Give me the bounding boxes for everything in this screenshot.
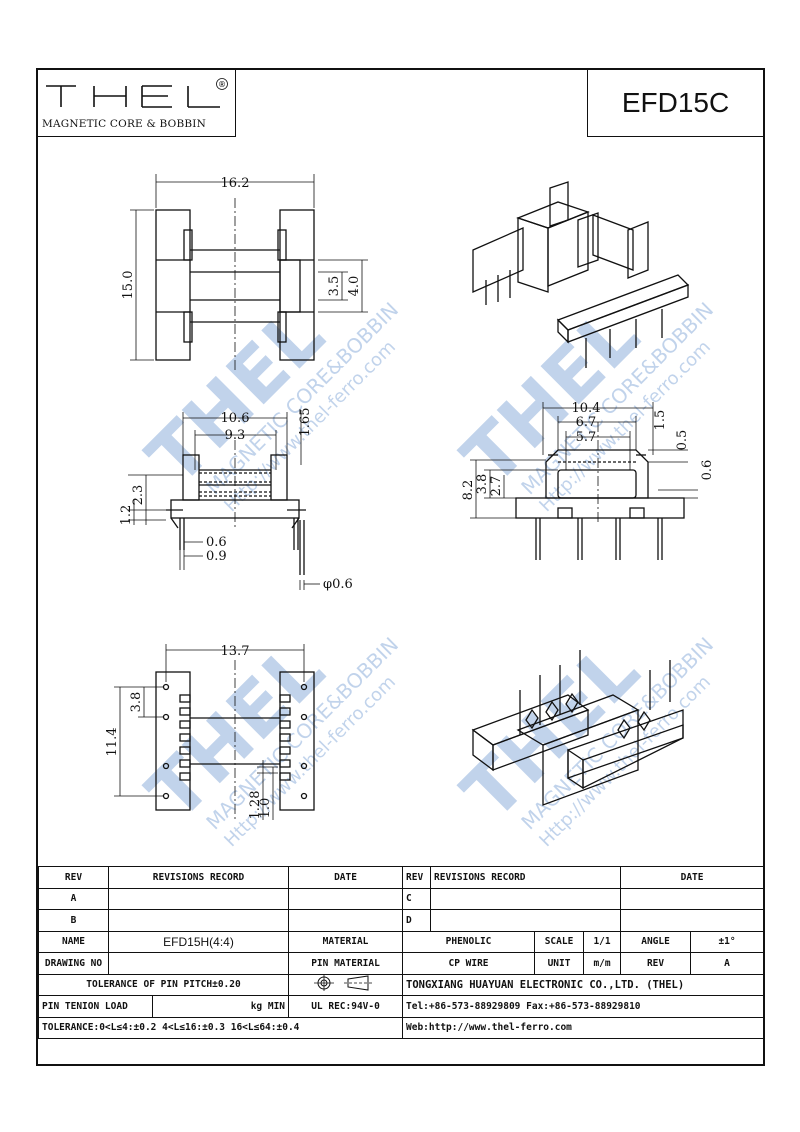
name-label: NAME [38, 930, 109, 953]
title-block: REV REVISIONS RECORD DATE REV REVISIONS … [37, 866, 765, 1039]
dim-front-pin-gap: 0.9 [206, 549, 227, 564]
revision-header-row: REV REVISIONS RECORD DATE REV REVISIONS … [38, 866, 765, 889]
company-logo: ® MAGNETIC CORE & BOBBIN [38, 70, 236, 137]
tolerance-row: TOLERANCE:0<L≤4:±0.2 4<L≤16:±0.3 16<L≤64… [37, 1016, 765, 1039]
rev-d: D [402, 909, 432, 932]
drawing-sheet: ® MAGNETIC CORE & BOBBIN EFD15C THEL MAG… [36, 68, 765, 1066]
dimension-labels: 16.2 15.0 3.5 4.0 10.6 9.3 1.65 1.2 2.3 … [105, 176, 715, 819]
pin-load-unit: kg MIN [151, 995, 290, 1018]
dim-top-slot-inner: 3.5 [327, 276, 342, 297]
material-label: MATERIAL [288, 930, 404, 953]
logo-subtitle: MAGNETIC CORE & BOBBIN [42, 118, 207, 130]
rev-label: REV [620, 952, 692, 975]
material-value: PHENOLIC [402, 930, 536, 953]
dim-bottom-height: 11.4 [105, 728, 120, 757]
dim-bottom-width: 13.7 [221, 644, 250, 659]
dim-side-w2: 6.7 [576, 415, 597, 430]
dim-side-h2: 3.8 [475, 474, 490, 495]
dim-bottom-pitch: 3.8 [129, 692, 144, 713]
dim-front-pin-width: 0.6 [206, 535, 227, 550]
scale-value: 1/1 [583, 930, 622, 953]
dim-front-h1: 1.2 [119, 505, 134, 526]
top-view-dims [130, 174, 368, 370]
dim-side-w3: 5.7 [576, 430, 597, 445]
pin-load-label: PIN TENION LOAD [38, 995, 153, 1018]
dim-bottom-slot1: 1.28 [248, 791, 263, 820]
dim-side-t1: 1.5 [653, 410, 668, 431]
ul-rating: UL REC:94V-0 [288, 995, 404, 1018]
rev-value: A [690, 952, 765, 975]
dim-side-t2: 0.5 [675, 430, 690, 451]
angle-value: ±1° [690, 930, 765, 953]
dim-top-slot-outer: 4.0 [347, 276, 362, 297]
technical-drawing: THEL MAGNETIC CORE&BOBBIN Http://www.the… [105, 174, 718, 851]
rev-a: A [38, 887, 109, 910]
watermark-3: THEL MAGNETIC CORE&BOBBIN Http://www.the… [131, 627, 403, 851]
drawing-row: DRAWING NO PIN MATERIAL CP WIRE UNIT m/m… [38, 952, 765, 975]
revisions-record-header-right: REVISIONS RECORD [430, 866, 622, 889]
dim-front-inner: 9.3 [225, 428, 246, 443]
projection-symbol [288, 973, 404, 996]
rev-header-left: REV [38, 866, 109, 889]
iso-view-bottom [471, 650, 684, 806]
registered-mark: ® [218, 80, 226, 89]
pin-load-row: PIN TENION LOAD kg MIN UL REC:94V-0 Tel:… [38, 995, 765, 1018]
top-view [155, 209, 315, 361]
model-number: EFD15C [587, 70, 763, 137]
dim-front-flange: 1.65 [298, 408, 313, 437]
unit-label: UNIT [534, 952, 585, 975]
iso-view-top [472, 181, 690, 368]
revisions-record-header-left: REVISIONS RECORD [107, 866, 290, 889]
dim-side-width: 10.4 [572, 401, 601, 416]
dim-front-h2: 2.3 [131, 485, 146, 506]
pin-material-label: PIN MATERIAL [288, 952, 404, 975]
name-value: EFD15H(4:4) [107, 930, 290, 953]
company-name: TONGXIANG HUAYUAN ELECTRONIC CO.,LTD. (T… [402, 973, 765, 996]
date-header-left: DATE [288, 866, 404, 889]
tolerance-pin-pitch: TOLERANCE OF PIN PITCH±0.20 [37, 973, 290, 996]
bottom-view-dims [114, 644, 305, 820]
date-header-right: DATE [620, 866, 765, 889]
first-angle-projection-icon [313, 975, 374, 992]
dim-pin-diameter: φ0.6 [323, 577, 353, 592]
revision-row-a: A C [38, 887, 765, 910]
dim-top-height: 15.0 [121, 271, 136, 300]
drawing-no-value [107, 952, 290, 975]
front-view-dims [128, 410, 320, 590]
company-phone-fax: Tel:+86-573-88929809 Fax:+86-573-8892981… [402, 995, 765, 1018]
drawing-no-label: DRAWING NO [38, 952, 109, 975]
rev-c: C [402, 887, 432, 910]
dim-top-width: 16.2 [221, 176, 250, 191]
dim-bottom-slot2: 1.0 [258, 798, 273, 819]
tolerance-pitch-row: TOLERANCE OF PIN PITCH±0.20 TONGXIANG HU… [37, 973, 765, 996]
rev-b: B [38, 909, 109, 932]
pin-material-value: CP WIRE [402, 952, 536, 975]
rev-header-right: REV [402, 866, 432, 889]
name-row: NAME EFD15H(4:4) MATERIAL PHENOLIC SCALE… [38, 930, 765, 953]
watermark-4: THEL MAGNETIC CORE&BOBBIN Http://www.the… [446, 627, 718, 851]
dim-side-h3: 2.7 [489, 476, 504, 497]
dim-side-t3: 0.6 [700, 460, 715, 481]
watermark-1: THEL MAGNETIC CORE&BOBBIN Http://www.the… [131, 292, 403, 516]
scale-label: SCALE [534, 930, 585, 953]
revision-row-b: B D [38, 909, 765, 932]
unit-value: m/m [583, 952, 622, 975]
general-tolerance: TOLERANCE:0<L≤4:±0.2 4<L≤16:±0.3 16<L≤64… [37, 1016, 404, 1039]
side-view-dims [470, 402, 698, 525]
angle-label: ANGLE [620, 930, 692, 953]
dim-side-h1: 8.2 [461, 480, 476, 501]
dim-front-width: 10.6 [221, 411, 250, 426]
thel-logo-mark: ® [46, 78, 228, 108]
company-website: Web:http://www.thel-ferro.com [402, 1016, 765, 1039]
